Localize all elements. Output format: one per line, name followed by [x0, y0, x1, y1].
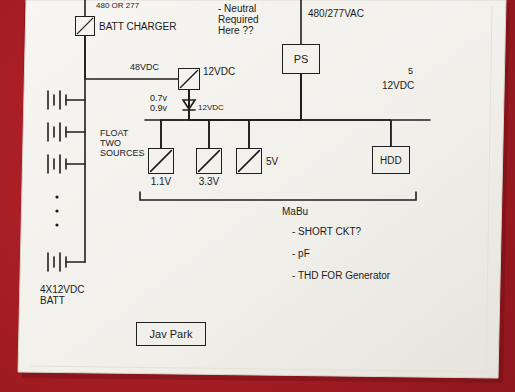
battery-plate [47, 123, 49, 141]
note-text: - pF [292, 248, 310, 259]
bus-stub [145, 119, 161, 121]
dot [55, 209, 58, 212]
wire-connector [189, 90, 209, 148]
emboss-line [486, 6, 492, 370]
battery-lead [66, 131, 85, 133]
feed-wire [300, 0, 302, 44]
node-label: 5V [266, 156, 278, 167]
battery-plate [47, 253, 49, 271]
wiring [48, 36, 430, 271]
note-text: 0.7v 0.9v [150, 93, 180, 113]
converter-box: 5V [236, 148, 262, 174]
wire-connector [85, 36, 178, 79]
dot [55, 223, 58, 226]
wire-connector [189, 90, 249, 148]
note-text: 480 OR 277 [96, 2, 139, 11]
battery-symbol [48, 123, 85, 141]
note-text: MaBu [282, 206, 308, 217]
battery-lead [66, 261, 85, 263]
node-label: Jav Park [150, 328, 193, 340]
battery-lead [66, 163, 85, 165]
dot [55, 195, 58, 198]
wire-connector [301, 74, 391, 146]
node-label: 1.1V [151, 176, 172, 187]
node-label: 12VDC [203, 66, 235, 77]
napkin [18, 0, 506, 378]
ellipsis-dots [55, 195, 58, 226]
feed-wire [84, 0, 86, 16]
converter-symbol [179, 69, 199, 89]
converter-symbol [237, 149, 261, 173]
battery-plate [65, 159, 67, 169]
battery-plate [65, 127, 67, 137]
disk-box: HDD [372, 146, 410, 174]
wire-connector [249, 74, 301, 148]
battery-symbol [48, 155, 85, 173]
node-label: 3.3V [199, 176, 220, 187]
emboss-line [30, 366, 494, 372]
converter-symbol [149, 149, 173, 173]
battery-plate [53, 257, 55, 267]
charger-box: BATT CHARGER [75, 16, 95, 36]
bus-stub [392, 119, 430, 121]
battery-plate [65, 95, 67, 105]
battery-plate [53, 95, 55, 105]
wire-connector [189, 90, 391, 146]
battery-lead [66, 99, 85, 101]
battery-plate [59, 155, 61, 173]
battery-plate [53, 159, 55, 169]
converter-slash [150, 150, 172, 172]
converter-symbol [197, 149, 221, 173]
note-text: 4X12VDC BATT [40, 284, 100, 306]
converter-slash [238, 150, 260, 172]
battery-symbol [48, 253, 85, 271]
converter-slash [180, 70, 198, 88]
battery-plate [59, 91, 61, 109]
note-text: 12VDC [198, 104, 224, 113]
node-label: PS [294, 53, 309, 65]
note-text: - SHORT CKT? [292, 226, 361, 237]
note-text: FLOAT TWO SOURCES [100, 128, 146, 158]
node-label: BATT CHARGER [99, 21, 176, 32]
battery-plate [47, 155, 49, 173]
note-box: Jav Park [136, 322, 206, 346]
converter-symbol [76, 17, 94, 35]
battery-symbol [48, 91, 85, 109]
converter-box: 3.3V [196, 148, 222, 174]
battery-plate [59, 253, 61, 271]
converter-slash [198, 150, 220, 172]
converter-box: 12VDC [178, 68, 200, 90]
battery-plate [53, 127, 55, 137]
note-text: 12VDC [382, 80, 414, 91]
note-text: - Neutral Required Here ?? [218, 3, 280, 37]
node-label: HDD [380, 155, 402, 166]
battery-plate [47, 91, 49, 109]
power-supply-box: PS [282, 44, 320, 74]
bracket [140, 192, 416, 200]
converter-box: 1.1V [148, 148, 174, 174]
battery-plate [65, 257, 67, 267]
note-text: - THD FOR Generator [292, 270, 390, 281]
note-text: 5 [408, 66, 413, 76]
note-text: 480/277VAC [308, 8, 364, 19]
battery-plate [59, 123, 61, 141]
converter-slash [77, 18, 93, 34]
napkin-emboss [30, 6, 494, 372]
note-text: 48VDC [130, 62, 159, 72]
